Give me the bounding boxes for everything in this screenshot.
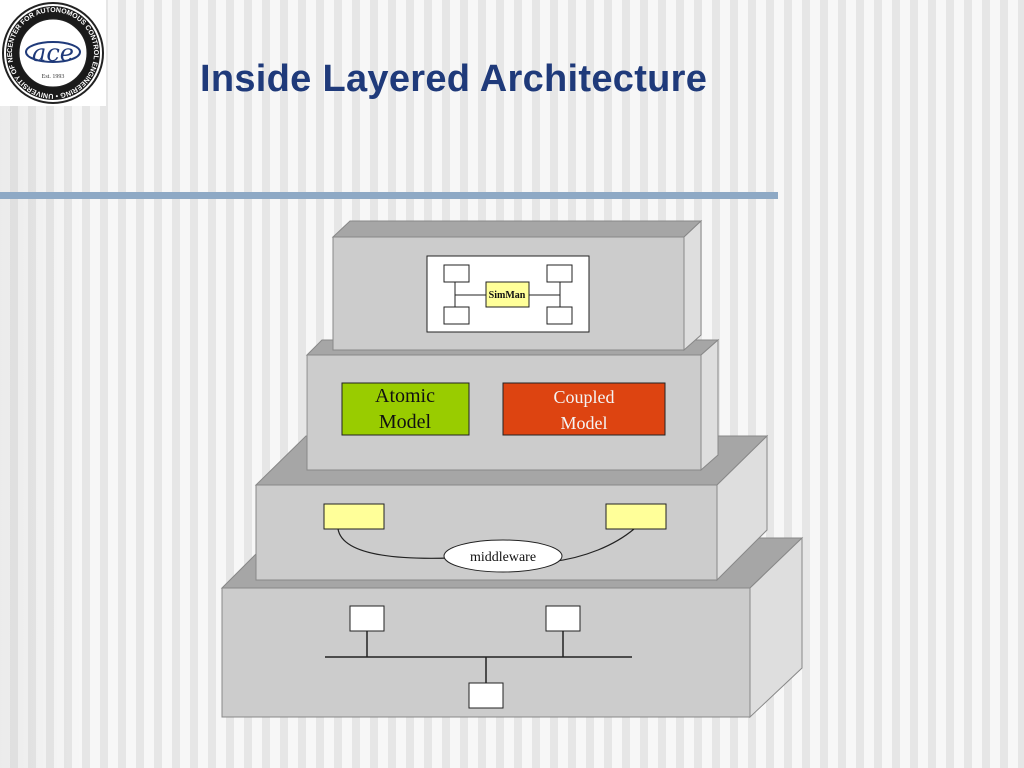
coupled-model-box bbox=[502, 382, 666, 436]
ace-logo-icon: CENTER FOR AUTONOMOUS CONTROL ENGINEERIN… bbox=[0, 0, 104, 104]
middleware-layer: middleware bbox=[254, 434, 769, 582]
middleware-node-left bbox=[323, 503, 385, 530]
simman-node-top-left bbox=[443, 264, 470, 283]
middleware-label: middleware bbox=[470, 550, 536, 565]
coupled-model-label-line2: Model bbox=[561, 413, 608, 433]
simman-layer: SimMan bbox=[331, 219, 703, 352]
simman-layer-top-face bbox=[331, 220, 703, 238]
simman-node-bottom-left bbox=[443, 306, 470, 325]
network-node-right bbox=[545, 605, 581, 632]
middleware-bubble bbox=[443, 539, 563, 573]
ace-logo: CENTER FOR AUTONOMOUS CONTROL ENGINEERIN… bbox=[0, 0, 106, 106]
coupled-model-label-line1: Coupled bbox=[554, 387, 615, 407]
title-divider bbox=[0, 192, 778, 199]
simman-node-top-right bbox=[546, 264, 573, 283]
simman-label: SimMan bbox=[489, 290, 526, 301]
atomic-model-box bbox=[341, 382, 470, 436]
simman-layer-side-face bbox=[683, 219, 702, 352]
page-title: Inside Layered Architecture bbox=[200, 58, 708, 100]
middleware-node-right bbox=[605, 503, 667, 530]
network-node-left bbox=[349, 605, 385, 632]
network-node-bottom bbox=[468, 682, 504, 709]
logo-main-text: ace bbox=[32, 39, 74, 67]
simman-node-bottom-right bbox=[546, 306, 573, 325]
model-layer: Atomic Model Coupled Model bbox=[305, 338, 720, 472]
atomic-model-label-line2: Model bbox=[379, 411, 432, 433]
middleware-link-left bbox=[337, 528, 451, 559]
atomic-model-label-line1: Atomic bbox=[375, 385, 435, 407]
logo-established: Est. 1993 bbox=[42, 74, 65, 80]
simman-center-node bbox=[485, 281, 530, 308]
model-layer-side-face bbox=[700, 338, 719, 472]
